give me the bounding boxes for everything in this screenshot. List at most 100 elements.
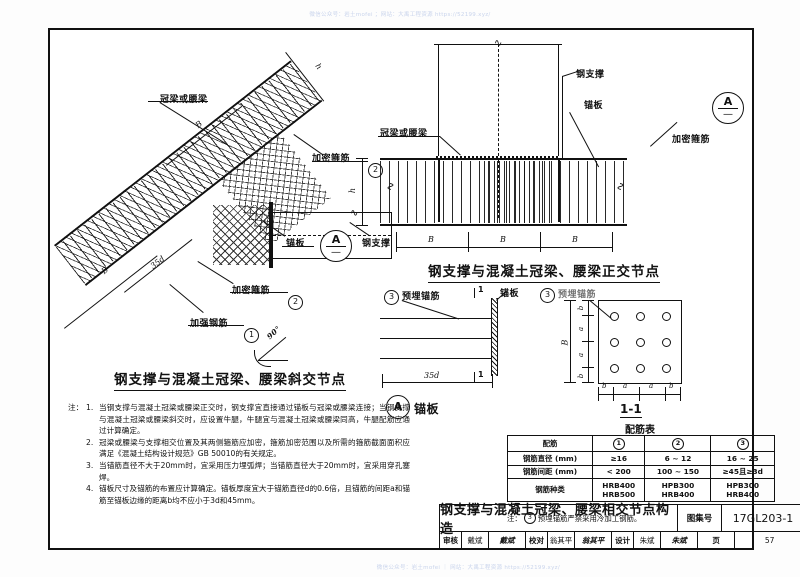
anchor-hole (662, 338, 671, 347)
th-config: 配筋 (507, 435, 593, 452)
brace-centerline-vertical (498, 44, 499, 156)
notes-head-spacer (68, 460, 86, 483)
atlas-number-label: 图集号 (678, 505, 722, 531)
note-num-3: 3. (86, 460, 94, 470)
leader-strengthen-rebar-tail (188, 325, 244, 326)
figure-orthogonal-joint-title: 钢支撑与混凝土冠梁、腰梁正交节点 (428, 260, 660, 283)
notes-head: 注： (68, 403, 84, 412)
detail-mark-A-right[interactable]: A — (712, 92, 744, 124)
label-anchor-plate-detail: 锚板 (500, 289, 520, 299)
notes-block: 注： 1. 当钢支撑与混凝土冠梁或腰梁正交时，钢支撑宜直接通过锚板与冠梁或腰梁连… (68, 402, 410, 506)
brace-web-left (438, 44, 440, 156)
section-label-top: 1 (478, 285, 484, 294)
table-note-text: 预埋锚筋严禁采用冷加工钢筋。 (537, 513, 642, 523)
dim-B-outer-t1 (564, 382, 576, 383)
dim-tick-2 (540, 232, 541, 252)
anchor-hole (636, 364, 645, 373)
brace-web-right (558, 44, 560, 156)
detail-mark-divider (326, 246, 346, 247)
dim-h-b2: b (669, 382, 674, 390)
detail-mark-A-left-letter: A (331, 233, 341, 246)
cell-diameter-2: 6 ~ 12 (644, 451, 712, 466)
th-circ-2: 2 (671, 437, 684, 450)
label-dense-stirrup-right: 加密箍筋 (672, 135, 711, 145)
design-name: 朱斌 (634, 531, 662, 549)
leader-steel-brace-right-down (562, 76, 563, 158)
dim-B-section: B (560, 339, 570, 346)
callout-2-bottom: 2 (288, 295, 303, 310)
dim-B-r1: B (428, 235, 434, 244)
figure-skew-joint-title: 钢支撑与混凝土冠梁、腰梁斜交节点 (114, 368, 346, 391)
dim-v-t2 (582, 341, 594, 342)
beam-elevation-body (380, 158, 627, 226)
table-note-circ: 3 (523, 512, 536, 524)
brace-top-break (434, 44, 562, 45)
title-block: 钢支撑与混凝土冠梁、腰梁相交节点构造 图集号 17GL203-1 审核 戴斌 戴… (439, 503, 800, 549)
label-strengthen-rebar: 加强钢筋 (190, 319, 229, 329)
detail-mark-A-left[interactable]: A — (320, 230, 352, 262)
callout-3-detail: 3 (384, 290, 399, 305)
break-symbol-beam-left: ∿ (384, 181, 398, 192)
anchor-rod-left (438, 160, 440, 222)
dim-h-right-text: h (348, 187, 358, 194)
dim-h-right-line (362, 158, 363, 226)
dim-35d-detail-line (382, 382, 492, 383)
leader-strengthen-rebar (169, 284, 204, 313)
label-embedded-rebar-detail: 预埋锚筋 (402, 292, 441, 302)
dim-v-t1 (582, 315, 594, 316)
dim-tick-3 (612, 232, 613, 252)
dim-35d-detail-tick-r (492, 374, 493, 388)
atlas-number-value: 17GL203-1 (732, 511, 794, 525)
dim-h-t2 (639, 387, 640, 401)
table-row: 钢筋直径 (mm) ≥16 6 ~ 12 16 ~ 25 (507, 451, 775, 466)
detail-title-anchor-plate: 锚板 (414, 402, 440, 416)
table-row: 钢筋种类 HRB400 HRB500 HPB300 HRB400 HPB300 … (507, 478, 775, 502)
section-title-1-1: 1-1 (620, 402, 642, 418)
th-circ-3: 3 (736, 437, 749, 450)
note-num-4: 4. (86, 484, 94, 494)
dim-h-t3 (665, 387, 666, 401)
dim-v-b1: b (577, 305, 586, 311)
leader-dense-stirrup-bottom-tail (230, 292, 288, 293)
dim-h-right-tick-top (356, 158, 368, 159)
note-item-3: 3. 当锚筋直径不大于20mm时，宜采用压力埋弧焊；当锚筋直径大于20mm时，宜… (68, 460, 410, 483)
angle-leg-2 (258, 360, 288, 361)
cell-diameter-3: 16 ~ 25 (710, 451, 775, 466)
note-item-2: 2. 冠梁或腰梁与支撑相交位置及其两侧箍筋应加密，箍筋加密范围以及所需的箍筋截面… (68, 437, 410, 460)
anchor-hole (610, 312, 619, 321)
dim-B-r2: B (500, 235, 506, 244)
dim-v-t4 (582, 382, 594, 383)
section-tick-top (474, 288, 476, 298)
review-signature: 戴斌 (488, 531, 527, 549)
anchor-plate-detail (491, 298, 498, 376)
dim-B-outer-line (570, 300, 571, 382)
dim-v-t3 (582, 367, 594, 368)
dim-h-t1 (613, 387, 614, 401)
leader-beam-left-tail (148, 101, 208, 102)
note-item-4: 4. 锚板尺寸及锚筋的布置应计算确定。锚板厚度宜大于锚筋直径d的0.6倍，且锚筋… (68, 483, 410, 506)
drawing-title: 钢支撑与混凝土冠梁、腰梁相交节点构造 (440, 503, 678, 537)
rebar-table: 配筋 1 2 3 钢筋直径 (mm) ≥16 6 ~ 12 16 ~ 25 钢筋… (507, 435, 775, 502)
section-tick-bottom (474, 372, 476, 382)
cell-type-3: HPB300 HRB400 (710, 478, 775, 502)
th-circ-1: 1 (612, 437, 625, 450)
note-text-2: 冠梁或腰梁与支撑相交位置及其两侧箍筋应加密，箍筋加密范围以及所需的箍筋截面面积应… (99, 437, 410, 459)
anchor-rod-2 (380, 338, 492, 340)
cell-diameter-1: ≥16 (591, 451, 646, 466)
anchor-rod-right (558, 160, 560, 222)
anchor-hole (662, 364, 671, 373)
title-block-bottom-row: 审核 戴斌 戴斌 校对 翁其平 翁其平 设计 朱斌 朱斌 页 57 (440, 531, 800, 549)
dim-v-b2: b (577, 373, 586, 379)
cell-spacing-1: < 200 (591, 464, 646, 479)
label-beam-left: 冠梁或腰梁 (160, 95, 208, 105)
section-label-bottom: 1 (478, 370, 484, 379)
detail-mark-A-left-dash: — (331, 247, 341, 258)
brace-flange-top (273, 212, 391, 214)
dim-tick-0 (396, 232, 397, 252)
label-anchor-plate-right: 锚板 (584, 101, 604, 111)
dim-v-t0 (582, 300, 594, 301)
label-dense-stirrup-bottom: 加密箍筋 (232, 286, 271, 296)
table-row: 钢筋间距 (mm) < 200 100 ~ 150 ≥45且≥3d (507, 464, 775, 479)
drawing-frame: ∿ 冠梁或腰梁 加密箍筋 2 锚板 A — 钢支撑 加密箍筋 2 加强钢 (48, 28, 800, 550)
